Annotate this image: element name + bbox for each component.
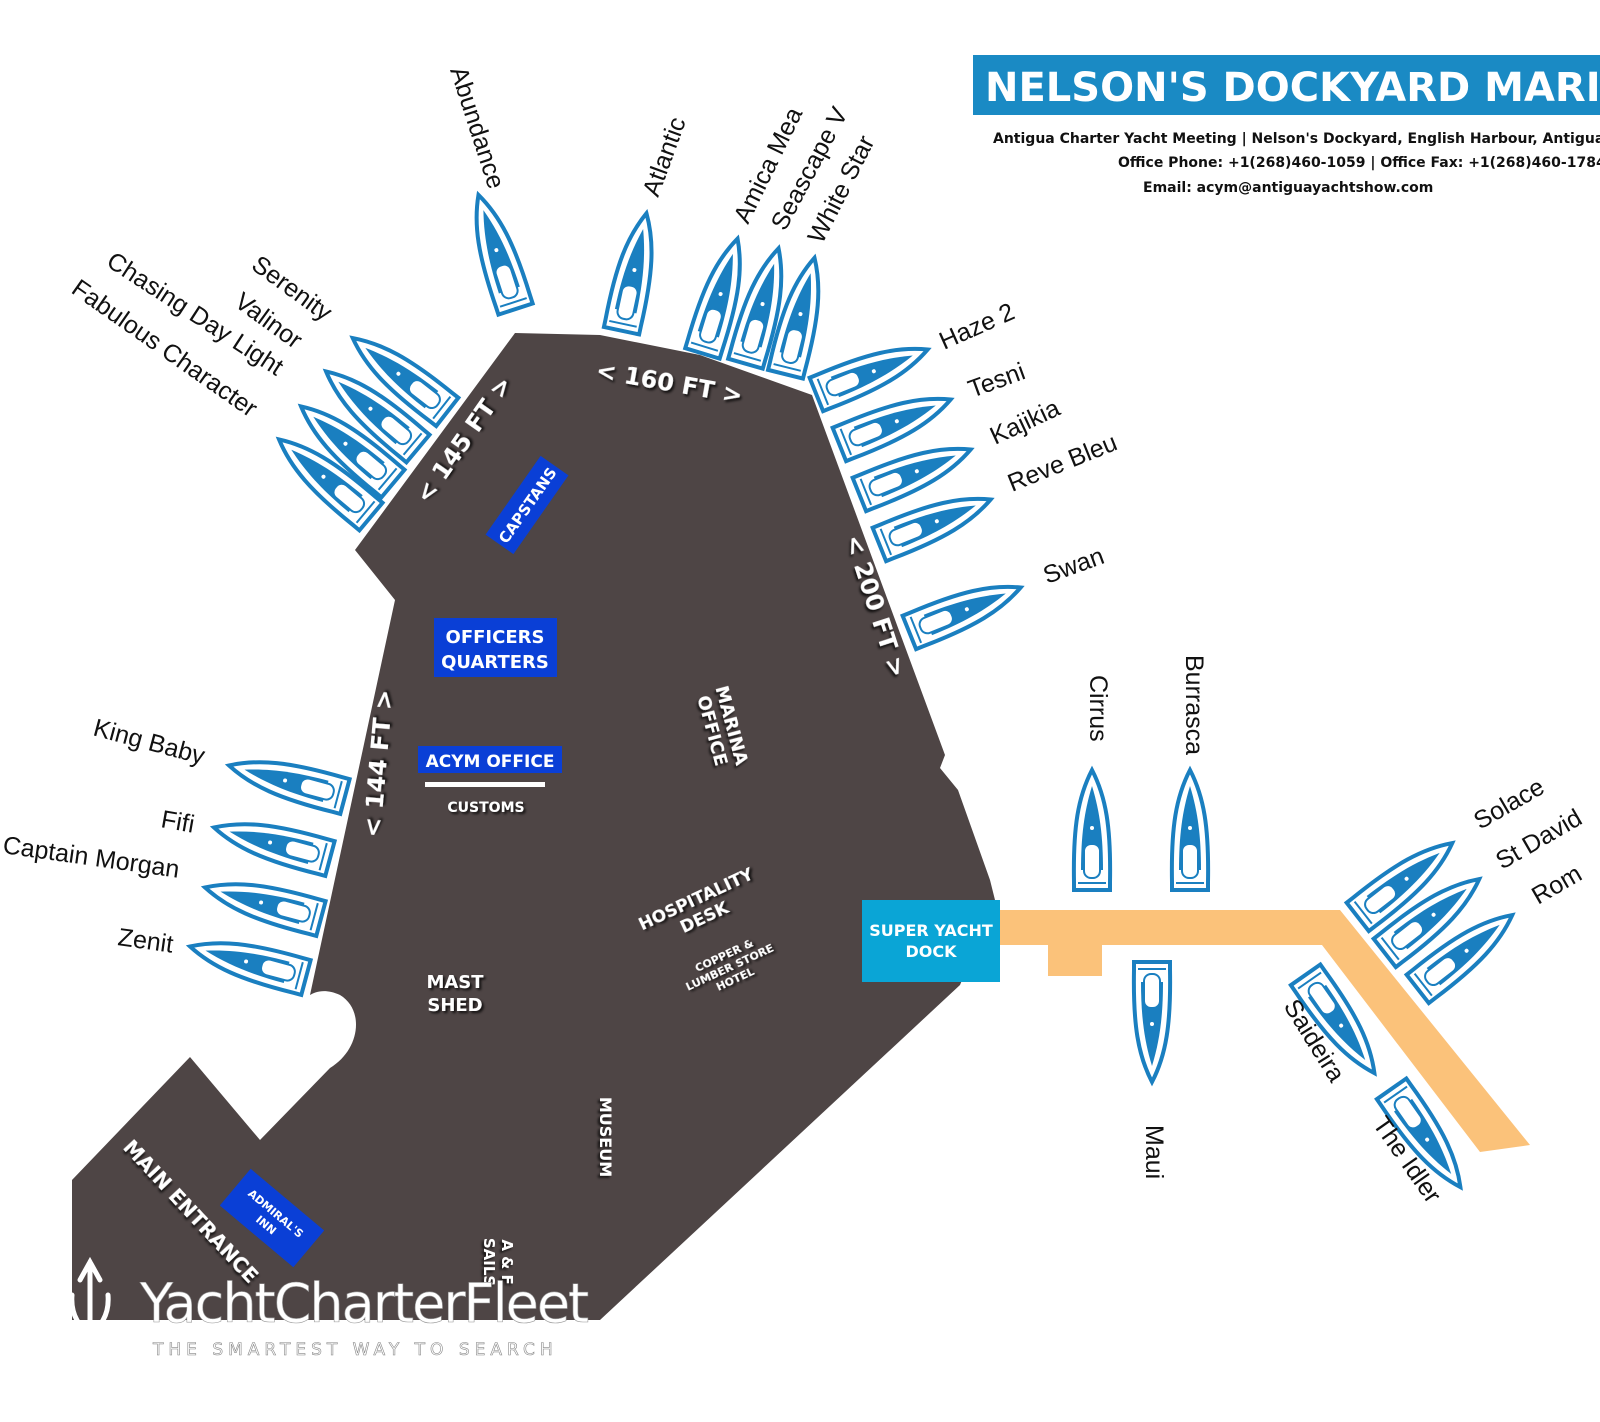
boat-fifi[interactable] (207, 807, 337, 879)
boat-atlantic[interactable] (601, 207, 667, 337)
label-cirrus: Cirrus (1084, 675, 1112, 742)
af-label-1: A & F (498, 1239, 516, 1284)
mast-shed-label-2: SHED (427, 995, 482, 1016)
af-label-2: SAILS (480, 1238, 498, 1286)
header-phone: Office Phone: +1(268)460-1059 | Office F… (1118, 155, 1600, 171)
watermark-logo: YachtCharterFleet THE SMARTEST WAY TO SE… (69, 1256, 590, 1388)
label-captain-morgan: Captain Morgan (1, 831, 181, 883)
admirals-inn-building[interactable]: ADMIRAL'S INN (219, 1168, 325, 1268)
watermark-tagline: THE SMARTEST WAY TO SEARCH (152, 1340, 558, 1360)
acym-office-label: ACYM OFFICE (426, 752, 555, 772)
header-line-1: Antigua Charter Yacht Meeting | Nelson's… (993, 131, 1600, 147)
boat-cirrus[interactable] (1071, 768, 1113, 892)
watermark-brand: YachtCharterFleet (139, 1272, 588, 1335)
label-tesni: Tesni (964, 357, 1028, 403)
boat-zenit[interactable] (183, 926, 313, 998)
label-swan: Swan (1039, 542, 1107, 590)
header-email: Email: acym@antiguayachtshow.com (1143, 180, 1433, 196)
super-yacht-label-2: DOCK (905, 942, 957, 961)
label-rom: Rom (1527, 860, 1587, 911)
label-abundance: Abundance (444, 63, 510, 192)
acym-office-building[interactable]: ACYM OFFICE (418, 746, 562, 773)
label-maui: Maui (1140, 1125, 1168, 1179)
label-burrasca: Burrasca (1180, 655, 1208, 755)
boat-abundance[interactable] (459, 187, 535, 317)
officers-label-1: OFFICERS (446, 627, 545, 648)
header-banner (973, 55, 1600, 115)
label-kajikia: Kajikia (986, 394, 1065, 451)
officers-quarters-building[interactable]: OFFICERS QUARTERS (434, 618, 557, 677)
trident-icon (69, 1256, 111, 1388)
customs-divider (425, 782, 545, 787)
boat-swan[interactable] (900, 568, 1030, 652)
boat-captain-morgan[interactable] (198, 867, 328, 939)
super-yacht-dock[interactable]: SUPER YACHT DOCK (862, 900, 1000, 982)
header-title: NELSON'S DOCKYARD MARINA (985, 65, 1600, 111)
dock-pier (1000, 910, 1530, 1152)
mast-shed-label-1: MAST (426, 972, 484, 993)
label-fifi: Fifi (159, 805, 197, 838)
museum-label: MUSEUM (596, 1097, 615, 1177)
label-atlantic: Atlantic (637, 113, 691, 200)
header: NELSON'S DOCKYARD MARINA Antigua Charter… (973, 55, 1600, 196)
boat-maui[interactable] (1131, 960, 1173, 1084)
af-sails: A & F SAILS (480, 1238, 516, 1286)
officers-label-2: QUARTERS (441, 652, 549, 673)
customs-label: CUSTOMS (447, 800, 524, 816)
super-yacht-label-1: SUPER YACHT (869, 921, 993, 940)
label-king-baby: King Baby (90, 714, 208, 771)
dockyard-land (72, 333, 995, 1320)
label-zenit: Zenit (116, 923, 175, 958)
boat-king-baby[interactable] (222, 745, 352, 817)
boat-burrasca[interactable] (1169, 768, 1211, 892)
label-haze-2: Haze 2 (935, 298, 1019, 356)
